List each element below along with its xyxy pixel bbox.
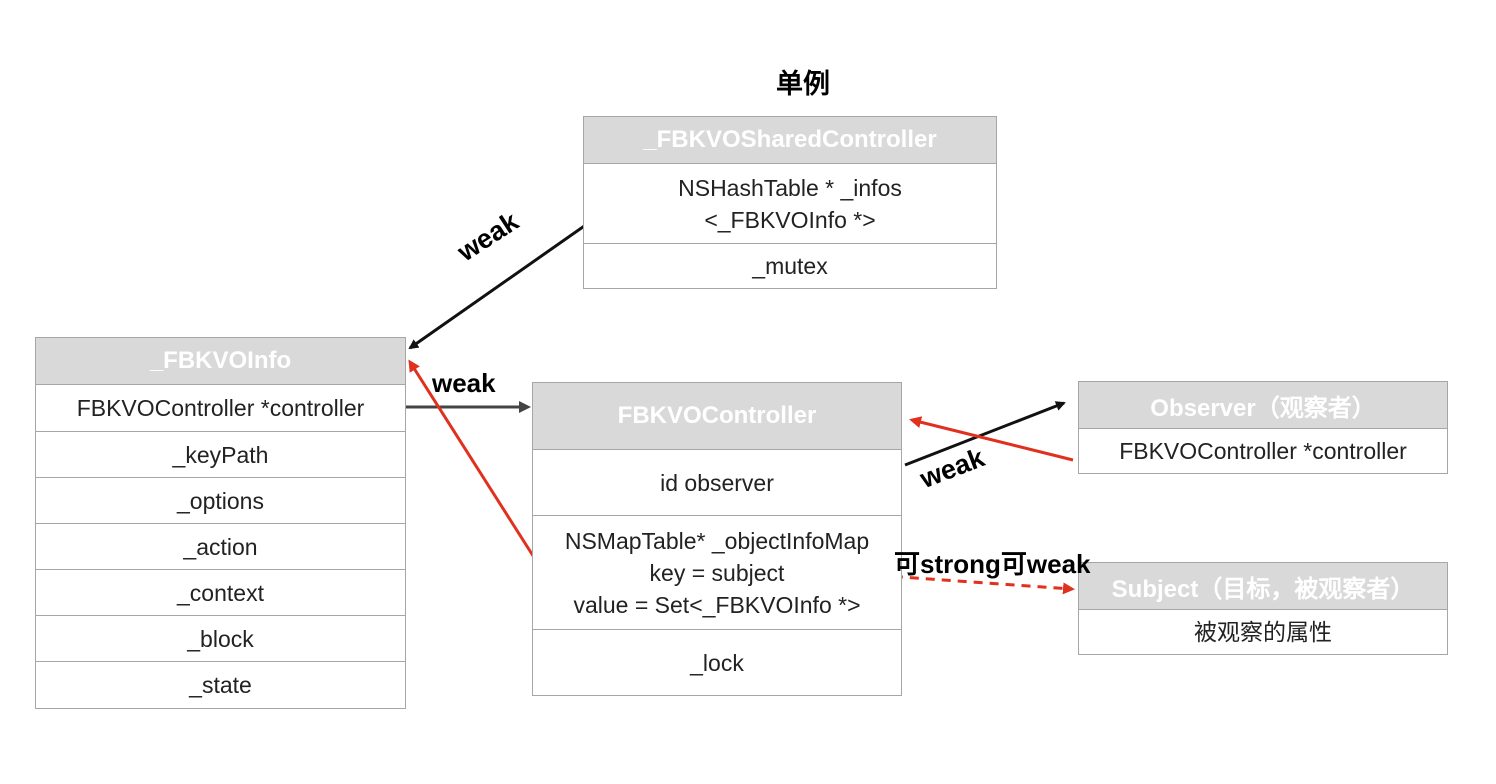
controller-row-objectinfomap: NSMapTable* _objectInfoMap key = subject… bbox=[533, 516, 901, 630]
info-row-controller: FBKVOController *controller bbox=[36, 385, 405, 432]
info-row-options: _options bbox=[36, 478, 405, 524]
info-row-block: _block bbox=[36, 616, 405, 662]
observer-row-controller: FBKVOController *controller bbox=[1119, 438, 1407, 464]
shared-controller-infos: NSHashTable * _infos <_FBKVOInfo *> bbox=[584, 164, 996, 244]
subject-box: Subject（目标，被观察者） 被观察的属性 bbox=[1078, 562, 1448, 655]
controller-row-lock: _lock bbox=[690, 649, 744, 676]
shared-controller-mutex: _mutex bbox=[752, 253, 828, 279]
edge-label-strong-or-weak: 可strong可weak bbox=[894, 549, 1091, 579]
shared-infos-type: <_FBKVOInfo *> bbox=[704, 206, 876, 233]
objectinfomap-key: key = subject bbox=[649, 559, 785, 586]
arrow-shared-to-info bbox=[408, 206, 611, 350]
shared-infos-label: NSHashTable * _infos bbox=[678, 174, 902, 201]
controller-row-observer: id observer bbox=[533, 450, 901, 516]
info-row-state: _state bbox=[189, 672, 252, 698]
edge-label-weak-info: weak bbox=[432, 368, 496, 398]
shared-controller-box: _FBKVOSharedController NSHashTable * _in… bbox=[583, 116, 997, 289]
shared-controller-header: _FBKVOSharedController bbox=[584, 117, 996, 164]
objectinfomap-value: value = Set<_FBKVOInfo *> bbox=[573, 591, 861, 618]
info-row-action: _action bbox=[36, 524, 405, 570]
controller-box: FBKVOController id observer NSMapTable* … bbox=[532, 382, 902, 696]
info-row-context: _context bbox=[36, 570, 405, 616]
info-row-keypath: _keyPath bbox=[36, 432, 405, 478]
observer-header: Observer（观察者） bbox=[1079, 382, 1447, 429]
subject-header: Subject（目标，被观察者） bbox=[1079, 563, 1447, 610]
observer-box: Observer（观察者） FBKVOController *controlle… bbox=[1078, 381, 1448, 474]
controller-header: FBKVOController bbox=[533, 383, 901, 450]
singleton-label: 单例 bbox=[776, 69, 830, 99]
info-header: _FBKVOInfo bbox=[36, 338, 405, 385]
objectinfomap-label: NSMapTable* _objectInfoMap bbox=[564, 527, 870, 554]
info-box: _FBKVOInfo FBKVOController *controller _… bbox=[35, 337, 406, 709]
arrow-controller-to-observer bbox=[904, 401, 1066, 467]
subject-row-property: 被观察的属性 bbox=[1194, 619, 1332, 645]
arrow-observer-to-controller bbox=[909, 416, 1074, 462]
